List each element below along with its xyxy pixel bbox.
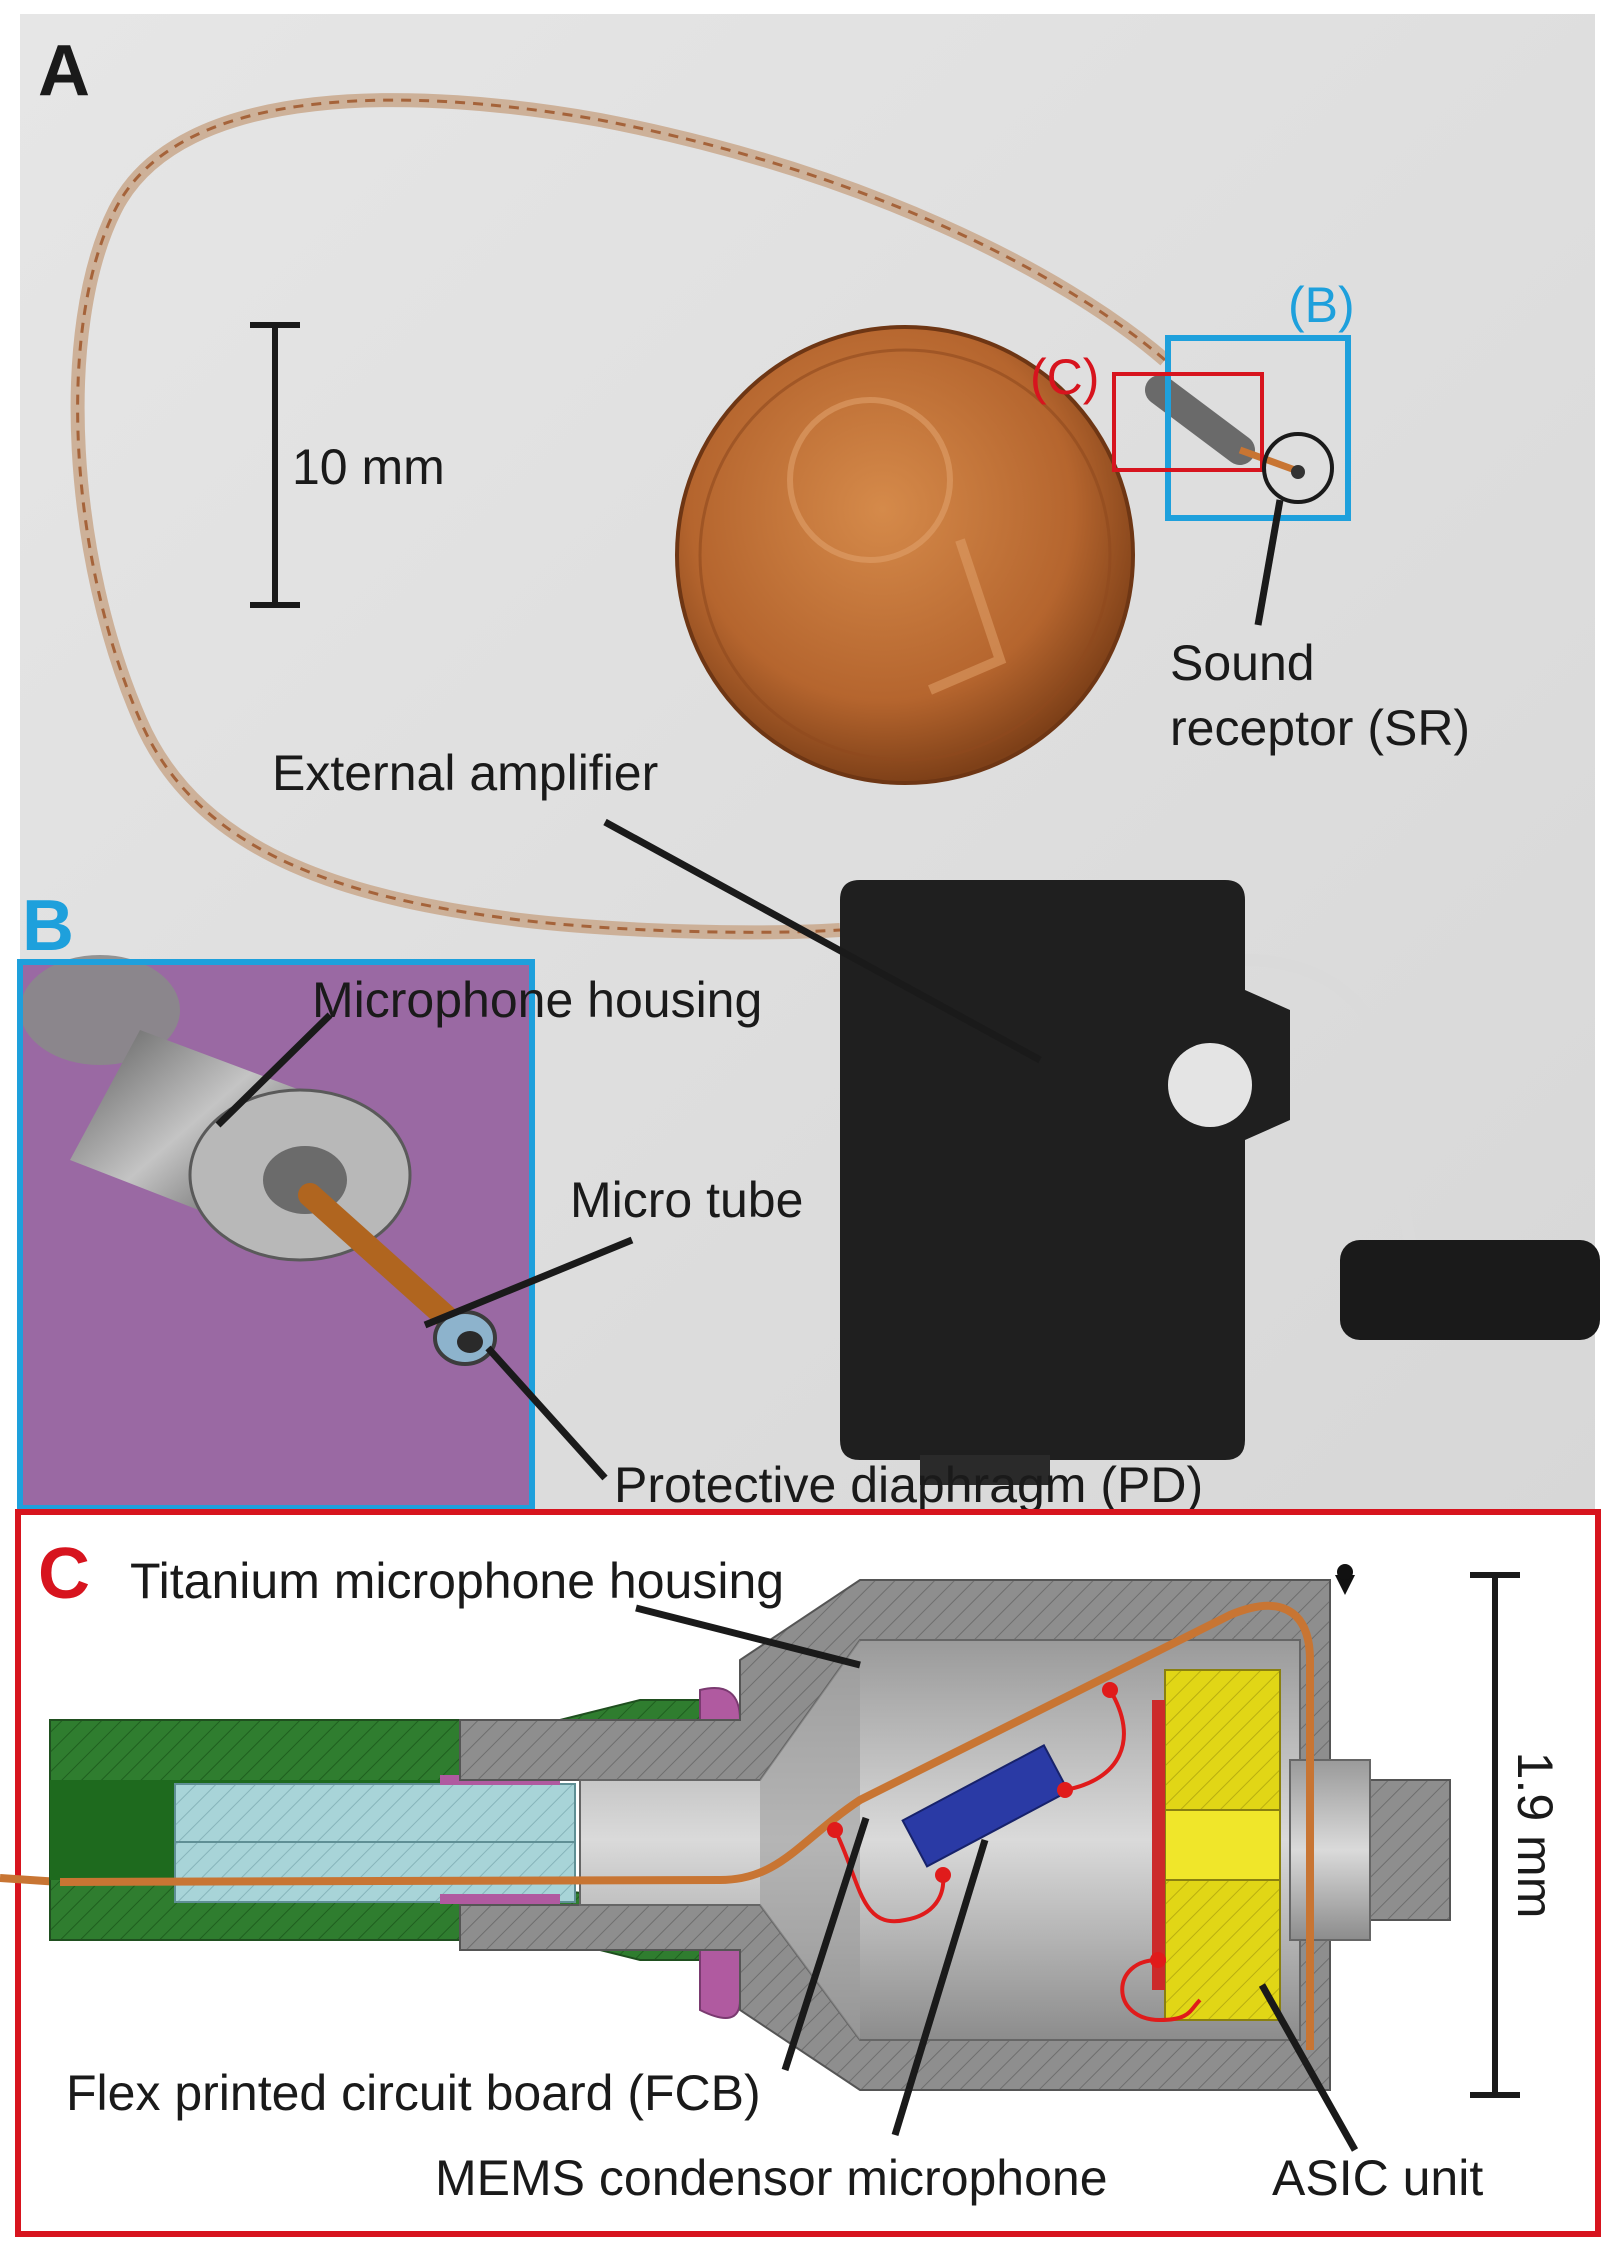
panel-b-inset	[17, 955, 535, 1511]
protective-diaphragm-label: Protective diaphragm (PD)	[614, 1457, 1203, 1513]
cross-section-drawing	[0, 1564, 1451, 2091]
titanium-housing-label: Titanium microphone housing	[130, 1553, 784, 1609]
micro-tube-label: Micro tube	[570, 1172, 803, 1228]
inset-c-frame	[1112, 372, 1264, 472]
external-amplifier	[840, 880, 1600, 1485]
sound-receptor-label-line2: receptor (SR)	[1170, 700, 1470, 756]
asic-block-top	[1164, 1669, 1281, 1811]
inset-b-marker: (B)	[1288, 277, 1355, 333]
flex-pcb-leader	[781, 1816, 870, 2072]
microphone-housing-label: Microphone housing	[312, 972, 762, 1028]
asic-contact-strip	[1152, 1700, 1165, 1990]
external-amplifier-leader	[603, 818, 1042, 1064]
panel-a-letter: A	[38, 31, 90, 111]
scale-bar-1-9mm	[1470, 1572, 1520, 2098]
coin	[675, 325, 1135, 785]
mems-chip	[901, 1744, 1070, 1868]
mems-label: MEMS condensor microphone	[435, 2150, 1108, 2206]
sound-receptor-circle	[1262, 432, 1334, 504]
panel-c-letter: C	[38, 1534, 90, 1614]
inset-c-marker: (C)	[1030, 349, 1099, 405]
titanium-housing-leader	[635, 1604, 861, 1669]
inset-b-frame	[1165, 335, 1351, 521]
scale-bar-1-9mm-label: 1.9 mm	[1507, 1752, 1563, 1919]
asic-label: ASIC unit	[1272, 2150, 1483, 2206]
micro-tube-leader	[423, 1236, 634, 1329]
scale-bar-10mm	[250, 322, 300, 608]
asic-leader	[1258, 1983, 1359, 2152]
flex-pcb-label: Flex printed circuit board (FCB)	[66, 2065, 761, 2121]
sound-receptor-leader	[1254, 499, 1284, 626]
flex-pcb-trace	[59, 1601, 1314, 2050]
microphone-photo	[1145, 375, 1305, 479]
panel-b-letter: B	[22, 886, 74, 966]
microphone-housing-leader	[215, 1012, 333, 1128]
asic-block-bottom	[1164, 1879, 1281, 2021]
external-amplifier-label: External amplifier	[272, 745, 658, 801]
protective-diaphragm-leader	[485, 1345, 608, 1481]
sound-receptor-label-line1: Sound	[1170, 635, 1315, 691]
scale-bar-10mm-label: 10 mm	[292, 439, 445, 495]
mems-leader	[891, 1838, 989, 2137]
panel-b-frame	[17, 959, 535, 1511]
